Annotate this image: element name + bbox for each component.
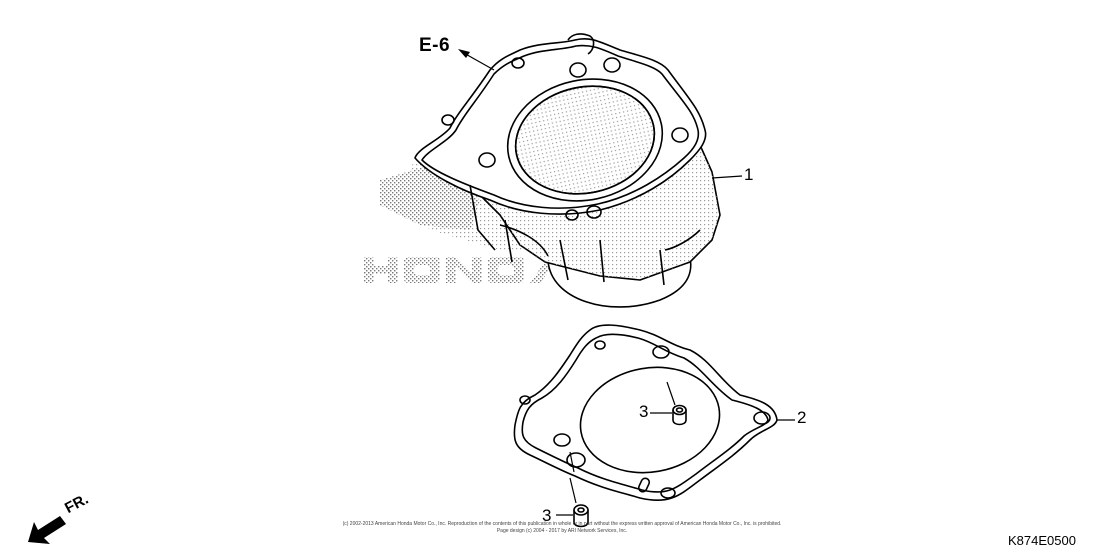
callout-3-lower[interactable]: 3	[542, 506, 552, 525]
callout-3-upper[interactable]: 3	[639, 402, 649, 421]
reference-link-e6[interactable]: E-6	[419, 35, 451, 56]
dowel-pin-drawing-lower[interactable]	[556, 451, 589, 528]
diagram-code: K874E0500	[1008, 533, 1076, 548]
copyright-notice: (c) 2002-2013 American Honda Motor Co., …	[312, 521, 812, 535]
copyright-line-1: (c) 2002-2013 American Honda Motor Co., …	[342, 521, 782, 527]
dowel-pin-drawing-upper[interactable]	[650, 381, 687, 426]
front-direction-arrow-icon	[28, 516, 66, 544]
copyright-line-2: Page design (c) 2004 - 2017 by ARI Netwo…	[496, 528, 628, 534]
callout-2[interactable]: 2	[797, 408, 807, 427]
callout-1[interactable]: 1	[744, 165, 754, 184]
cylinder-gasket-drawing[interactable]	[513, 324, 795, 502]
cylinder-drawing[interactable]	[414, 33, 743, 308]
